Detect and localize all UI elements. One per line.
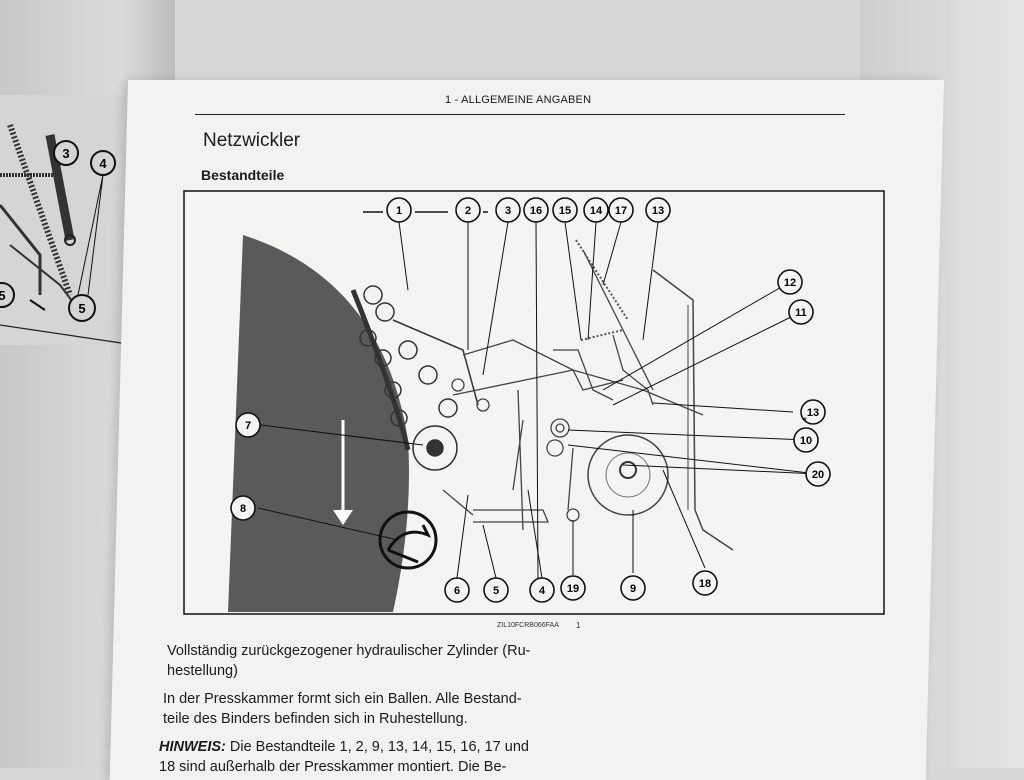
paragraph-1: Vollständig zurückgezogener hydraulische… [167,641,530,681]
paragraph-2-line-2: teile des Binders befinden sich in Ruhes… [163,711,468,727]
callout-17-label: 17 [615,205,627,217]
callout-11 [788,299,814,325]
callout-6-label: 6 [454,585,460,597]
callout-19-label: 19 [567,583,579,595]
callout-20 [805,461,831,487]
note-label: HINWEIS: [159,739,226,755]
callout-18-label: 18 [699,578,711,590]
callout-2 [455,197,481,223]
callout-16 [523,197,549,223]
asterisk: * [803,416,807,427]
callout-1 [386,197,412,223]
net-roll [587,434,669,516]
paragraph-2-line-1: In der Presskammer formt sich ein Ballen… [163,691,522,707]
callout-19 [560,575,586,601]
callout-13 [800,399,826,425]
bale-chamber [228,235,409,612]
paragraph-1-line-2: hestellung) [167,663,238,679]
callout-12-label: 12 [784,277,796,289]
callout-17 [608,197,634,223]
housing-outline [652,269,734,551]
callout-4-label: 4 [539,585,546,597]
callout-11-label: 11 [795,307,807,319]
net-wrap-linkage [442,249,704,531]
callout-8-label: 8 [240,503,246,515]
callout-20-label: 20 [812,469,824,481]
callout-4 [529,577,555,603]
left-callout-3-label: 3 [62,146,69,161]
callout-13-label: 13 [652,205,664,217]
note-line-2: 18 sind außerhalb der Presskammer montie… [159,759,507,775]
callout-14-label: 14 [590,205,603,217]
callout-9 [620,575,646,601]
callout-7 [235,412,261,438]
callout-10 [793,427,819,453]
section-subtitle: Bestandteile [201,167,285,183]
header-rule [195,114,845,115]
callout-9-label: 9 [630,583,636,595]
spring-14 [580,329,624,341]
note-paragraph: HINWEIS: Die Bestandteile 1, 2, 9, 13, 1… [159,737,529,777]
callout-8 [230,495,256,521]
left-callout-4-label: 4 [99,156,107,171]
left-callout-3 [53,140,79,166]
paragraph-1-line-1: Vollständig zurückgezogener hydraulische… [167,643,531,659]
callout-6 [444,577,470,603]
roller-chain [350,285,479,471]
callout-10-label: 10 [800,435,812,447]
callout-12 [777,269,803,295]
callout-3-label: 3 [505,205,511,217]
callout-18 [692,570,718,596]
left-callout-5b [0,282,15,308]
leader-lines [257,221,819,581]
paragraph-2: In der Presskammer formt sich ein Ballen… [163,689,522,729]
callout-5-label: 5 [493,585,499,597]
callout-15-label: 15 [559,205,571,217]
left-callout-5 [68,294,96,322]
note-line-1: HINWEIS: Die Bestandteile 1, 2, 9, 13, 1… [159,737,529,757]
callout-14 [583,197,609,223]
left-callout-5b-label: 5 [0,288,6,303]
callout-16-label: 16 [530,205,542,217]
left-callout-5-label: 5 [78,301,85,316]
callout-15 [552,197,578,223]
callout-1-label: 1 [396,205,402,217]
note-line-1-text: Die Bestandteile 1, 2, 9, 13, 14, 15, 16… [225,739,529,755]
callout-7-label: 7 [245,420,251,432]
callout-2-label: 2 [465,205,471,217]
callout-3 [495,197,521,223]
callout-13-label: 13 [807,407,819,419]
callout-13 [645,197,671,223]
running-header: 1 - ALLGEMEINE ANGABEN [445,94,592,106]
figure-code: ZIL10FCRB066FAA [497,622,559,629]
callout-5 [483,577,509,603]
section-title: Netzwickler [203,130,301,151]
rotor [378,510,438,570]
figure-number: 1 [576,621,581,630]
